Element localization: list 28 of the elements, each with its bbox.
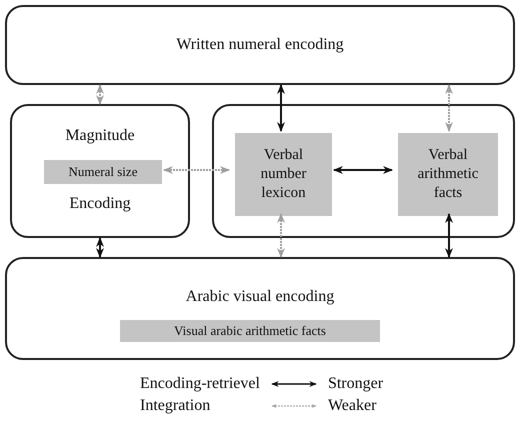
node-text: Verbal number lexicon — [260, 146, 308, 203]
rounded-box — [10, 104, 190, 238]
legend-label: Encoding-retrievel — [140, 374, 260, 394]
double-arrow — [277, 84, 285, 132]
process-box — [235, 133, 332, 216]
process-box — [398, 133, 498, 216]
double-arrow — [163, 166, 230, 174]
node-text: Verbal arithmetic facts — [416, 146, 480, 203]
double-arrow — [96, 84, 104, 105]
rounded-box — [5, 257, 515, 360]
rounded-box — [212, 104, 515, 238]
node-text: Numeral size — [68, 164, 138, 180]
process-box — [44, 160, 162, 184]
double-arrow — [445, 213, 453, 258]
double-arrow — [333, 166, 393, 174]
double-arrow — [445, 84, 453, 132]
process-box — [120, 320, 380, 342]
node-text: Arabic visual encoding — [184, 287, 336, 307]
rounded-box — [5, 5, 515, 85]
node-text: Encoding — [68, 194, 132, 214]
node-text: Written numeral encoding — [175, 35, 345, 55]
strength-label: Weaker — [328, 396, 378, 416]
strength-label: Stronger — [328, 374, 384, 394]
node-text: Magnitude — [64, 126, 136, 146]
node-text: Visual arabic arithmetic facts — [174, 322, 326, 340]
double-arrow — [277, 213, 285, 258]
double-arrow — [96, 237, 104, 258]
legend-label: Integration — [140, 396, 212, 416]
